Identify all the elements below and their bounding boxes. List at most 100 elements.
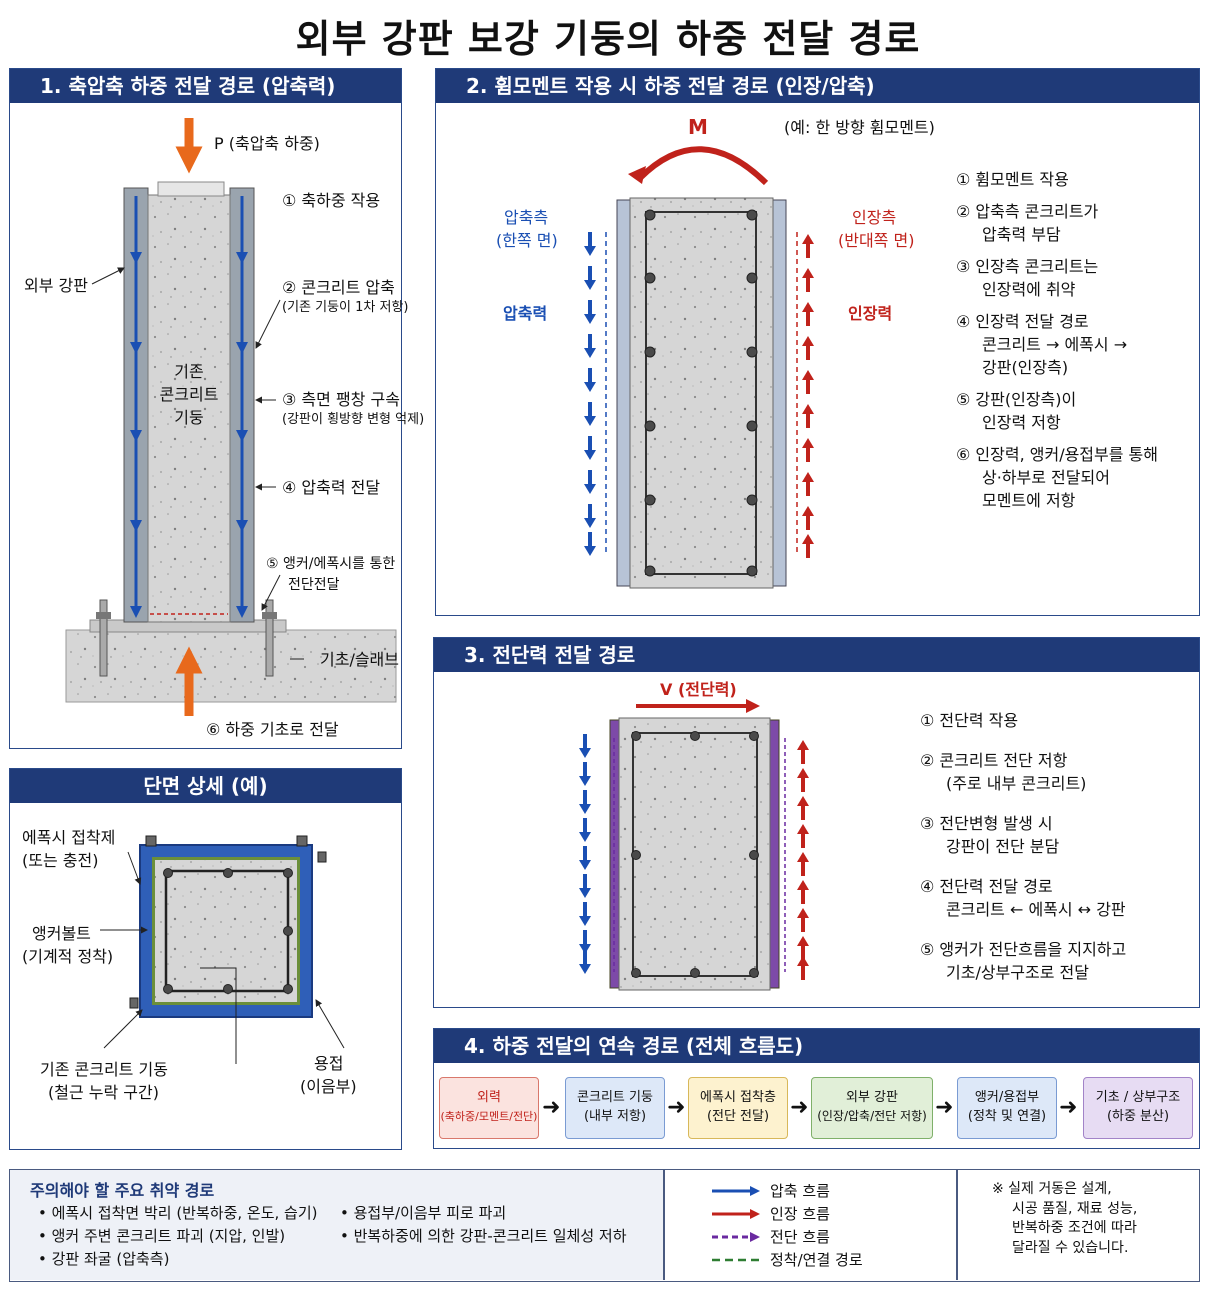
compression-arrow	[584, 232, 596, 256]
compression-arrow	[584, 300, 596, 324]
weak-path-4: • 용접부/이음부 피로 파괴	[340, 1204, 507, 1222]
weld-label: 용접	[314, 1054, 344, 1073]
axial-step-6: ⑥ 하중 기초로 전달	[206, 720, 339, 739]
notes-panel	[9, 1169, 1200, 1282]
shear-down-arrow	[579, 874, 591, 898]
panel-flow-header: 4. 하중 전달의 연속 경로 (전체 흐름도)	[434, 1029, 1199, 1063]
compression-arrow	[584, 436, 596, 460]
panel-moment: 2. 휨모멘트 작용 시 하중 전달 경로 (인장/압축)	[435, 68, 1200, 616]
weak-path-5: • 반복하중에 의한 강판-콘크리트 일체성 저하	[340, 1227, 627, 1245]
section-column-label: 기존 콘크리트 기동	[40, 1060, 168, 1079]
axial-step-3: ③ 측면 팽창 구속	[282, 390, 400, 409]
panel-shear-header: 3. 전단력 전달 경로	[434, 638, 1199, 672]
flow-arrow: ➜	[790, 1095, 809, 1120]
tension-arrow	[802, 438, 814, 462]
foundation-slab	[65, 629, 397, 703]
compression-arrow	[584, 470, 596, 494]
tension-arrow	[802, 370, 814, 394]
tension-force-label: 인장력	[848, 304, 893, 323]
flow-arrow: ➜	[542, 1095, 561, 1120]
tension-arrow	[802, 404, 814, 428]
tension-arrow	[802, 506, 814, 530]
axial-step-3-sub: (강판이 횡방향 변형 억제)	[282, 412, 425, 427]
moment-example: (예: 한 방향 휨모멘트)	[784, 118, 935, 137]
shear-up-arrow	[797, 740, 809, 764]
weak-path-1: • 에폭시 접착면 박리 (반복하중, 온도, 습기)	[38, 1204, 318, 1222]
shear-up-arrow	[797, 768, 809, 792]
anchor-bolt-sub: (기계적 정착)	[22, 947, 114, 966]
compression-side-label: 압축측	[504, 208, 549, 227]
flow-box-foundation: 기초 / 상부구조(하중 분산)	[1083, 1077, 1193, 1139]
shear-step-1: ① 전단력 작용	[920, 711, 1019, 730]
compression-arrow	[584, 334, 596, 358]
legend-shear: 전단 흐름	[770, 1228, 830, 1246]
tension-arrow	[802, 534, 814, 558]
shear-up-arrow	[797, 936, 809, 960]
legend-anchorage: 정착/연결 경로	[770, 1251, 863, 1269]
shear-down-arrow	[579, 930, 591, 954]
tension-arrow	[802, 302, 814, 326]
shear-up-arrow	[797, 796, 809, 820]
weld-sub: (이음부)	[300, 1077, 357, 1096]
disclaimer: ※ 실제 거동은 설계, 시공 품질, 재료 성능, 반복하중 조건에 따라 달…	[992, 1181, 1138, 1256]
flow-arrow: ➜	[1059, 1095, 1078, 1120]
shear-up-arrow	[797, 880, 809, 904]
shear-down-arrow	[579, 790, 591, 814]
axial-step-2: ② 콘크리트 압축	[282, 278, 395, 297]
anchor-bolt-label: 앵커볼트	[32, 924, 91, 943]
shear-up-arrow	[797, 956, 809, 980]
shear-down-arrow	[579, 762, 591, 786]
legend-compression: 압축 흐름	[770, 1182, 830, 1200]
shear-down-arrow	[579, 950, 591, 974]
weak-path-2: • 앵커 주변 콘크리트 파괴 (지압, 인발)	[38, 1227, 286, 1245]
weak-path-3: • 강판 좌굴 (압축측)	[38, 1250, 170, 1268]
axial-step-4: ④ 압축력 전달	[282, 478, 381, 497]
flow-box-epoxy-layer: 에폭시 접착층(전단 전달)	[688, 1077, 788, 1139]
moment-label: M	[688, 115, 708, 139]
axial-load-label: P (축압축 하중)	[214, 134, 320, 153]
flow-box-steel-plate: 외부 강판(인장/압축/전단 저항)	[811, 1077, 933, 1139]
axial-step-5b: 전단전달	[288, 577, 340, 593]
axial-step-1: ① 축하중 작용	[282, 191, 381, 210]
shear-down-arrow	[579, 734, 591, 758]
foundation-label: 기초/슬래브	[320, 650, 399, 669]
notes-title: 주의해야 할 주요 취약 경로	[30, 1181, 215, 1200]
steel-plate-label: 외부 강판	[24, 276, 88, 295]
epoxy-sub: (또는 충전)	[22, 851, 99, 870]
panel-section-header: 단면 상세 (예)	[10, 769, 401, 803]
flow-arrow: ➜	[935, 1095, 954, 1120]
panel-shear: 3. 전단력 전달 경로	[433, 637, 1200, 1008]
compression-force-label: 압축력	[503, 304, 548, 323]
flow-box-anchor-weld: 앵커/용접부(정착 및 연결)	[957, 1077, 1057, 1139]
compression-arrow	[584, 266, 596, 290]
compression-arrow	[584, 402, 596, 426]
compression-arrow	[584, 368, 596, 392]
flow-box-external-force: 외력(축하중/모멘트/전단)	[439, 1077, 539, 1139]
compression-arrow	[584, 504, 596, 528]
flow-box-concrete-column: 콘크리트 기둥(내부 저항)	[565, 1077, 665, 1139]
axial-step-2-sub: (기존 기둥이 1차 저항)	[282, 300, 409, 315]
legend-tension: 인장 흐름	[770, 1205, 830, 1223]
tension-side-sub: (반대쪽 면)	[838, 231, 915, 250]
moment-step-1: ① 휨모멘트 작용	[956, 170, 1069, 189]
tension-arrow	[802, 472, 814, 496]
compression-side-sub: (한쪽 면)	[496, 231, 558, 250]
shear-up-arrow	[797, 824, 809, 848]
tension-arrow	[802, 336, 814, 360]
shear-down-arrow	[579, 902, 591, 926]
